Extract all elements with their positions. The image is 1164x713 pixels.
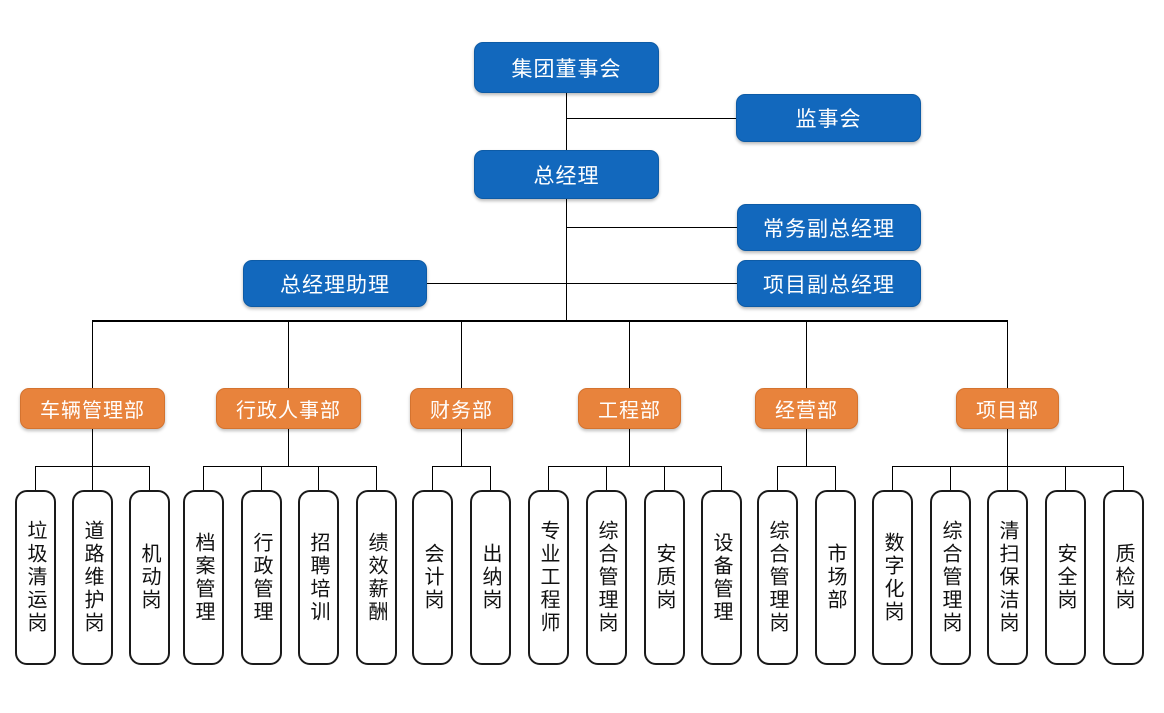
node-position-cashier[interactable]: 出纳岗 [470, 490, 511, 665]
node-position-engineering-general-management[interactable]: 综合管理岗 [586, 490, 627, 665]
connector-dept-2-stem [461, 428, 462, 466]
connector-board-to-supervisory [566, 118, 736, 119]
connector-dept-4-child-1 [835, 466, 836, 497]
node-position-marketing[interactable]: 市场部 [815, 490, 856, 665]
connector-gm-to-bus [566, 199, 567, 321]
connector-dept-2-bus [432, 466, 490, 467]
connector-dept-3-child-2 [664, 466, 665, 497]
connector-dept-5-child-3 [1065, 466, 1066, 497]
connector-gm-assistant-to-trunk [427, 283, 567, 284]
node-supervisory-board[interactable]: 监事会 [736, 94, 921, 142]
connector-dept-5-child-0 [892, 466, 893, 497]
connector-bus-to-dept-5 [1007, 321, 1008, 388]
connector-dept-3-stem [629, 428, 630, 466]
connector-dept-0-child-2 [149, 466, 150, 497]
connector-dept-4-stem [806, 428, 807, 466]
node-position-safety[interactable]: 安全岗 [1045, 490, 1086, 665]
node-general-manager[interactable]: 总经理 [474, 150, 659, 199]
node-department-administration-hr[interactable]: 行政人事部 [216, 388, 361, 429]
node-department-finance[interactable]: 财务部 [410, 388, 513, 429]
connector-dept-1-child-2 [318, 466, 319, 497]
connector-dept-3-bus [548, 466, 721, 467]
node-position-cleaning-sanitation[interactable]: 清扫保洁岗 [987, 490, 1028, 665]
connector-bus-to-dept-2 [461, 321, 462, 388]
node-position-project-general-management[interactable]: 综合管理岗 [930, 490, 971, 665]
connector-dept-1-child-0 [203, 466, 204, 497]
node-position-performance-compensation[interactable]: 绩效薪酬 [356, 490, 397, 665]
connector-dept-3-child-1 [606, 466, 607, 497]
node-department-operations[interactable]: 经营部 [755, 388, 858, 429]
connector-dept-0-child-0 [35, 466, 36, 497]
connector-dept-2-child-1 [490, 466, 491, 497]
connector-dept-1-bus [203, 466, 376, 467]
connector-dept-1-child-1 [261, 466, 262, 497]
node-position-road-maintenance[interactable]: 道路维护岗 [72, 490, 113, 665]
connector-dept-3-child-3 [721, 466, 722, 497]
connector-dept-5-stem [1007, 428, 1008, 466]
connector-department-bus [92, 320, 1008, 322]
node-position-waste-transport[interactable]: 垃圾清运岗 [15, 490, 56, 665]
node-position-recruitment-training[interactable]: 招聘培训 [298, 490, 339, 665]
connector-dept-2-child-0 [432, 466, 433, 497]
node-position-digitalization[interactable]: 数字化岗 [872, 490, 913, 665]
node-position-accounting[interactable]: 会计岗 [412, 490, 453, 665]
connector-gm-to-project-deputy [566, 283, 737, 284]
connector-board-to-gm [566, 93, 567, 151]
connector-gm-to-exec-deputy [566, 227, 737, 228]
node-position-mobile-duty[interactable]: 机动岗 [129, 490, 170, 665]
node-project-deputy-general-manager[interactable]: 项目副总经理 [737, 260, 921, 307]
node-department-vehicle-management[interactable]: 车辆管理部 [20, 388, 165, 429]
connector-bus-to-dept-4 [806, 321, 807, 388]
node-position-records-management[interactable]: 档案管理 [183, 490, 224, 665]
connector-dept-5-child-4 [1123, 466, 1124, 497]
node-position-safety-quality[interactable]: 安质岗 [644, 490, 685, 665]
connector-dept-0-stem [92, 428, 93, 466]
connector-dept-1-stem [288, 428, 289, 466]
connector-dept-5-child-1 [950, 466, 951, 497]
connector-dept-0-child-1 [92, 466, 93, 497]
connector-bus-to-dept-0 [92, 321, 93, 388]
node-department-engineering[interactable]: 工程部 [578, 388, 681, 429]
node-department-project[interactable]: 项目部 [956, 388, 1059, 429]
connector-dept-5-child-2 [1007, 466, 1008, 497]
node-position-quality-inspection[interactable]: 质检岗 [1103, 490, 1144, 665]
node-board-of-directors[interactable]: 集团董事会 [474, 42, 659, 93]
connector-dept-4-bus [777, 466, 835, 467]
connector-dept-4-child-0 [777, 466, 778, 497]
connector-dept-3-child-0 [548, 466, 549, 497]
node-position-professional-engineer[interactable]: 专业工程师 [528, 490, 569, 665]
node-position-equipment-management[interactable]: 设备管理 [701, 490, 742, 665]
node-position-operations-general-management[interactable]: 综合管理岗 [757, 490, 798, 665]
connector-bus-to-dept-1 [288, 321, 289, 388]
node-executive-deputy-general-manager[interactable]: 常务副总经理 [737, 204, 921, 251]
connector-dept-1-child-3 [376, 466, 377, 497]
connector-bus-to-dept-3 [629, 321, 630, 388]
node-general-manager-assistant[interactable]: 总经理助理 [243, 260, 427, 307]
node-position-administrative-management[interactable]: 行政管理 [241, 490, 282, 665]
